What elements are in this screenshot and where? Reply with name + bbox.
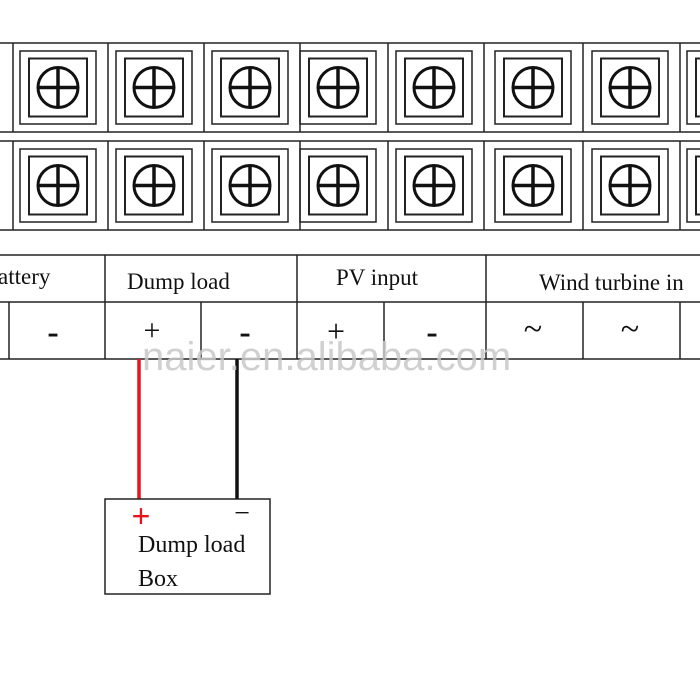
terminal-wind-ac-1: ~ [524, 311, 542, 348]
dump-load-box: + − Dump load Box [104, 498, 271, 595]
dump-box-minus-marker: − [234, 498, 250, 529]
terminal-pv-plus: + [327, 313, 345, 349]
terminal-dump-load-plus: + [144, 314, 161, 347]
terminal-screw [591, 141, 681, 230]
terminal-screw [115, 43, 205, 132]
terminal-screw [19, 43, 109, 132]
terminal-label-table: attery Dump load PV input Wind turbine i… [0, 254, 700, 360]
group-label-pv-input: PV input [336, 265, 419, 290]
terminal-screw [395, 141, 485, 230]
terminal-screw [494, 141, 584, 230]
group-label-dump-load: Dump load [127, 269, 230, 294]
terminal-row-bottom [0, 140, 700, 231]
terminal-wind-ac-2: ~ [621, 311, 639, 348]
terminal-screw [211, 43, 301, 132]
terminal-pv-minus: - [426, 314, 437, 351]
terminal-screw [19, 141, 109, 230]
dump-box-label-line2: Box [138, 566, 178, 592]
terminal-screw [494, 43, 584, 132]
terminal-battery-minus: - [47, 314, 58, 351]
terminal-screw [299, 43, 389, 132]
watermark: naier.en.alibaba.com [142, 335, 511, 379]
terminal-screw [686, 50, 700, 125]
group-label-battery: attery [0, 264, 51, 289]
terminal-screw [299, 141, 389, 230]
terminal-screw [686, 148, 700, 223]
terminal-screw [395, 43, 485, 132]
dump-box-label-line1: Dump load [138, 532, 245, 558]
terminal-dump-load-minus: - [239, 314, 250, 351]
dump-box-plus-marker: + [132, 498, 151, 534]
group-label-wind-turbine: Wind turbine in [539, 270, 684, 295]
terminal-screw [115, 141, 205, 230]
terminal-row-top [0, 42, 700, 133]
terminal-screw [591, 43, 681, 132]
terminal-screw [211, 141, 301, 230]
